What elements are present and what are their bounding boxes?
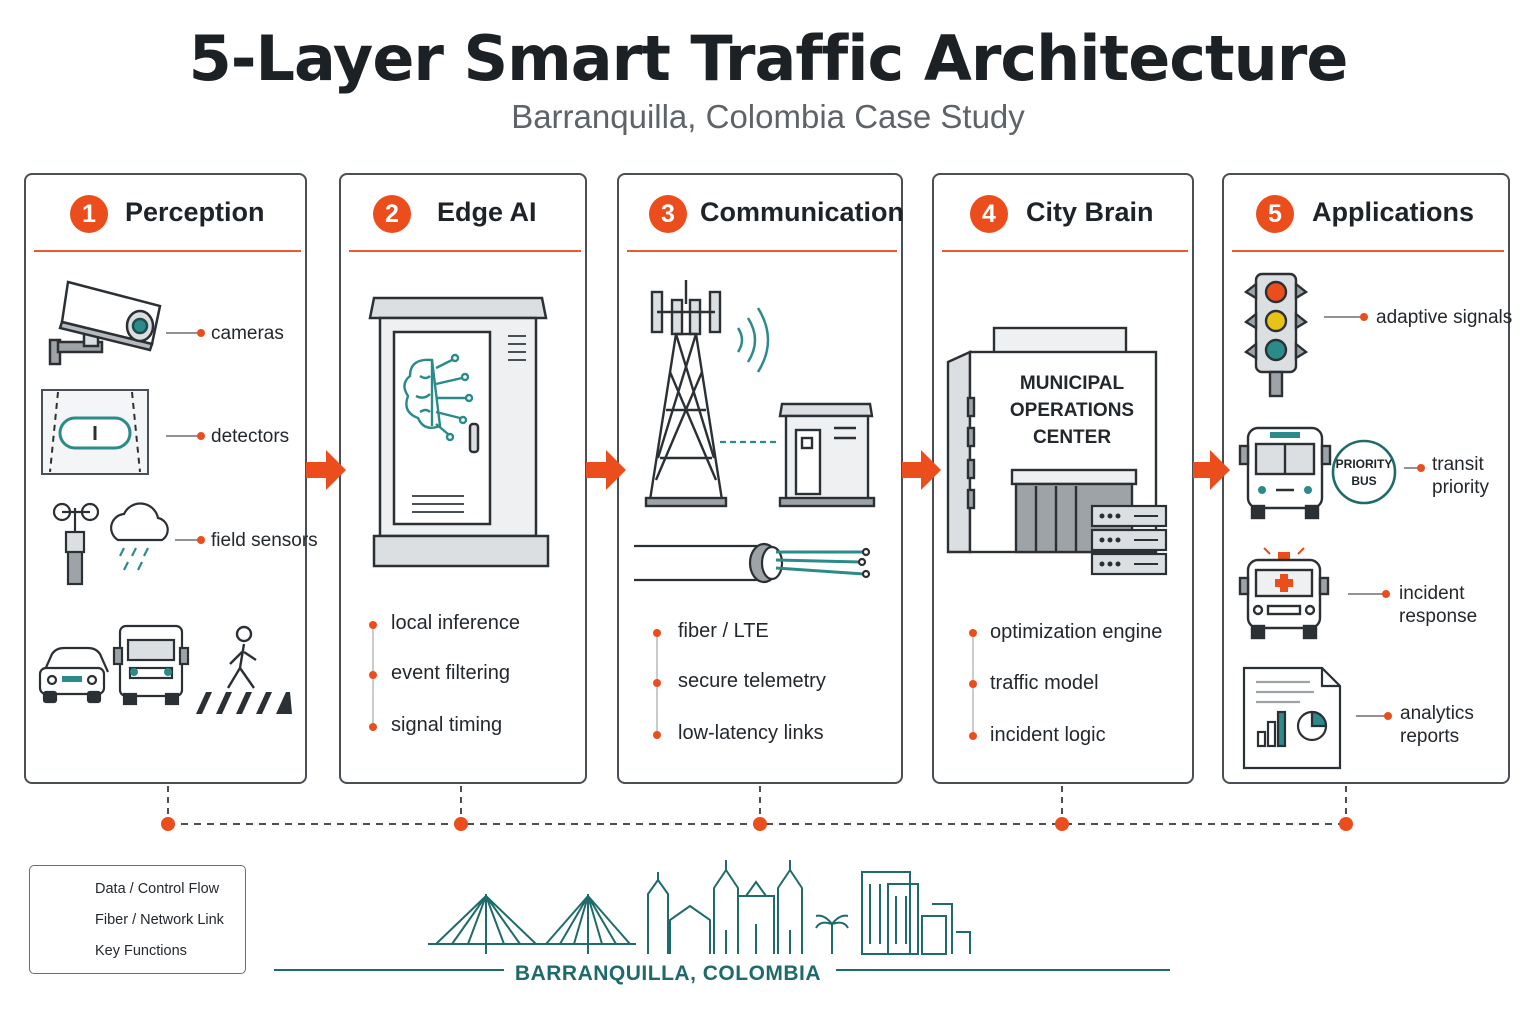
communication-function: secure telemetry xyxy=(678,670,826,692)
legend: Data / Control Flow Fiber / Network Link… xyxy=(29,865,246,974)
badge-line: PRIORITY xyxy=(1335,457,1393,471)
page-title: 5-Layer Smart Traffic Architecture xyxy=(188,22,1349,95)
legend-item-functions: Key Functions xyxy=(95,943,187,959)
function-timeline xyxy=(969,629,977,740)
shelter-icon xyxy=(778,402,876,508)
layer-header: 4 City Brain xyxy=(942,175,1188,252)
layer-title: Communication xyxy=(700,197,905,227)
brain-chip-icon xyxy=(403,353,474,442)
app-label-line: reports xyxy=(1400,726,1460,747)
function-timeline xyxy=(653,629,661,739)
app-incident-response: incident response xyxy=(1399,582,1477,628)
loop-detector-icon xyxy=(41,389,149,475)
city-brain-function: optimization engine xyxy=(990,621,1163,643)
priority-badge-ring xyxy=(1331,439,1397,505)
city-brain-function: incident logic xyxy=(990,724,1106,746)
connector xyxy=(1356,712,1392,720)
flow-arrow-icon xyxy=(1193,450,1230,490)
flow-arrow-icon xyxy=(306,450,346,490)
car-icon xyxy=(38,646,110,704)
page-subtitle: Barranquilla, Colombia Case Study xyxy=(511,98,1025,135)
layer-title: Perception xyxy=(125,197,265,227)
app-transit-priority: transit priority xyxy=(1432,453,1489,499)
legend-item-fiber: Fiber / Network Link xyxy=(95,912,224,928)
connector xyxy=(175,536,205,544)
security-camera-icon xyxy=(48,280,162,366)
flow-arrow-icon xyxy=(586,450,626,490)
perception-item-field-sensors: field sensors xyxy=(211,530,318,551)
edge-cabinet-icon xyxy=(368,296,550,568)
bus-icon xyxy=(1238,426,1332,520)
app-label-line: response xyxy=(1399,606,1478,627)
app-label-line: transit xyxy=(1432,454,1484,475)
badge-line: BUS xyxy=(1351,474,1377,488)
layer-title: City Brain xyxy=(1026,197,1154,227)
layer-number-badge: 3 xyxy=(649,195,687,233)
wireless-signal-icon xyxy=(736,307,770,373)
edge-ai-function: signal timing xyxy=(391,714,503,736)
truck-icon xyxy=(112,624,190,706)
connector xyxy=(166,432,205,440)
building-sign-line: OPERATIONS xyxy=(1009,400,1135,421)
app-label-line: analytics xyxy=(1400,703,1474,724)
ambulance-icon xyxy=(1238,547,1330,640)
network-link-bus xyxy=(161,786,1353,831)
building-sign: MUNICIPAL OPERATIONS CENTER xyxy=(990,370,1154,451)
fiber-cable-icon xyxy=(634,542,871,584)
communication-function: fiber / LTE xyxy=(678,620,769,642)
app-adaptive-signals: adaptive signals xyxy=(1376,306,1512,329)
app-label-line: priority xyxy=(1432,477,1490,498)
pedestrian-icon xyxy=(196,625,292,714)
cell-tower-icon xyxy=(644,280,728,508)
function-timeline xyxy=(369,621,377,731)
edge-ai-function: local inference xyxy=(391,612,520,634)
connector xyxy=(1324,313,1368,321)
app-label-line: incident xyxy=(1399,583,1465,604)
anemometer-icon xyxy=(52,502,100,586)
traffic-light-icon xyxy=(1243,272,1309,398)
layer-number-badge: 5 xyxy=(1256,195,1294,233)
edge-ai-function: event filtering xyxy=(391,662,510,684)
layer-title: Applications xyxy=(1312,197,1475,227)
skyline-icon xyxy=(274,860,1170,971)
layer-number-badge: 2 xyxy=(373,195,411,233)
app-label-line: adaptive signals xyxy=(1376,307,1513,328)
city-brain-function: traffic model xyxy=(990,672,1099,694)
connector xyxy=(166,329,205,337)
communication-function: low-latency links xyxy=(678,722,824,744)
layer-number-badge: 4 xyxy=(970,195,1008,233)
perception-item-cameras: cameras xyxy=(211,323,284,344)
rain-cloud-icon xyxy=(110,502,169,571)
flow-arrow-icon xyxy=(902,450,941,490)
connector xyxy=(1404,464,1425,472)
layer-header: 1 Perception xyxy=(34,175,301,252)
report-icon xyxy=(1242,666,1342,770)
layer-header: 5 Applications xyxy=(1232,175,1504,252)
layer-number-badge: 1 xyxy=(70,195,108,233)
layer-header: 2 Edge AI xyxy=(349,175,581,252)
building-sign-line: MUNICIPAL xyxy=(1019,373,1125,394)
perception-item-detectors: detectors xyxy=(211,426,290,447)
app-analytics-reports: analytics reports xyxy=(1400,702,1474,748)
layer-title: Edge AI xyxy=(437,197,537,227)
city-label: BARRANQUILLA, COLOMBIA xyxy=(514,962,822,985)
building-sign-line: CENTER xyxy=(1032,427,1112,448)
priority-bus-badge: PRIORITY BUS xyxy=(1333,456,1395,490)
legend-item-flow: Data / Control Flow xyxy=(95,881,220,897)
server-rack-icon xyxy=(1090,504,1168,576)
connector xyxy=(1348,590,1390,598)
layer-header: 3 Communication xyxy=(627,175,904,252)
